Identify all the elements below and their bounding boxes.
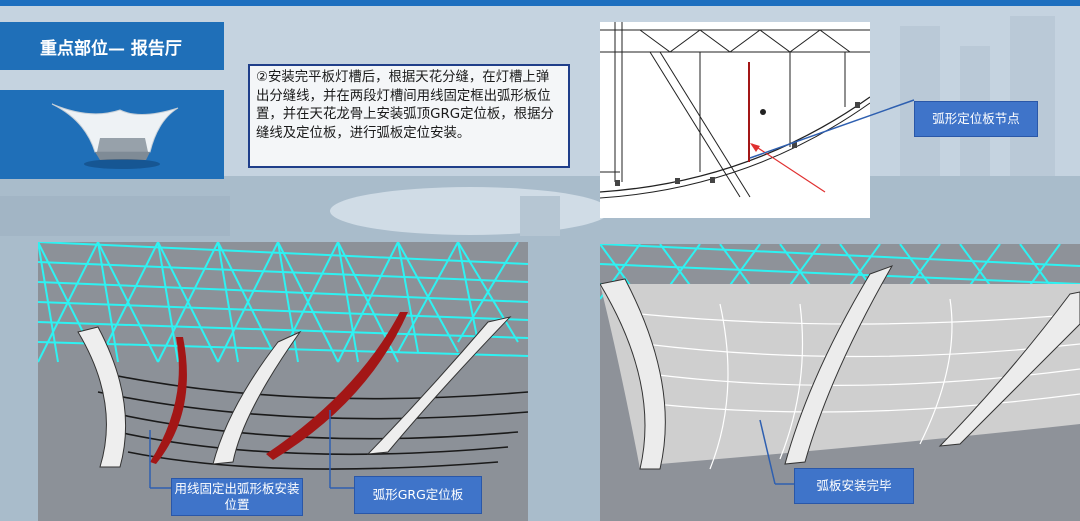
truss-framing-render [38, 242, 528, 521]
ceiling-section-drawing [600, 22, 870, 218]
node-callout-label: 弧形定位板节点 [914, 101, 1038, 137]
building-thumbnail [0, 90, 224, 179]
page-title: 重点部位— 报告厅 [0, 22, 224, 70]
description-text: ②安装完平板灯槽后，根据天花分缝，在灯槽上弹出分缝线，并在两段灯槽间用线固定框出… [248, 64, 570, 168]
section-drawing-panel [600, 22, 870, 218]
framing-render-panel [38, 242, 528, 521]
finished-callout: 弧板安装完毕 [794, 468, 914, 504]
grg-board-callout: 弧形GRG定位板 [354, 476, 482, 514]
top-accent-bar [0, 0, 1080, 6]
auditorium-building-image [0, 90, 224, 179]
frame-position-callout: 用线固定出弧形板安装位置 [171, 478, 303, 516]
